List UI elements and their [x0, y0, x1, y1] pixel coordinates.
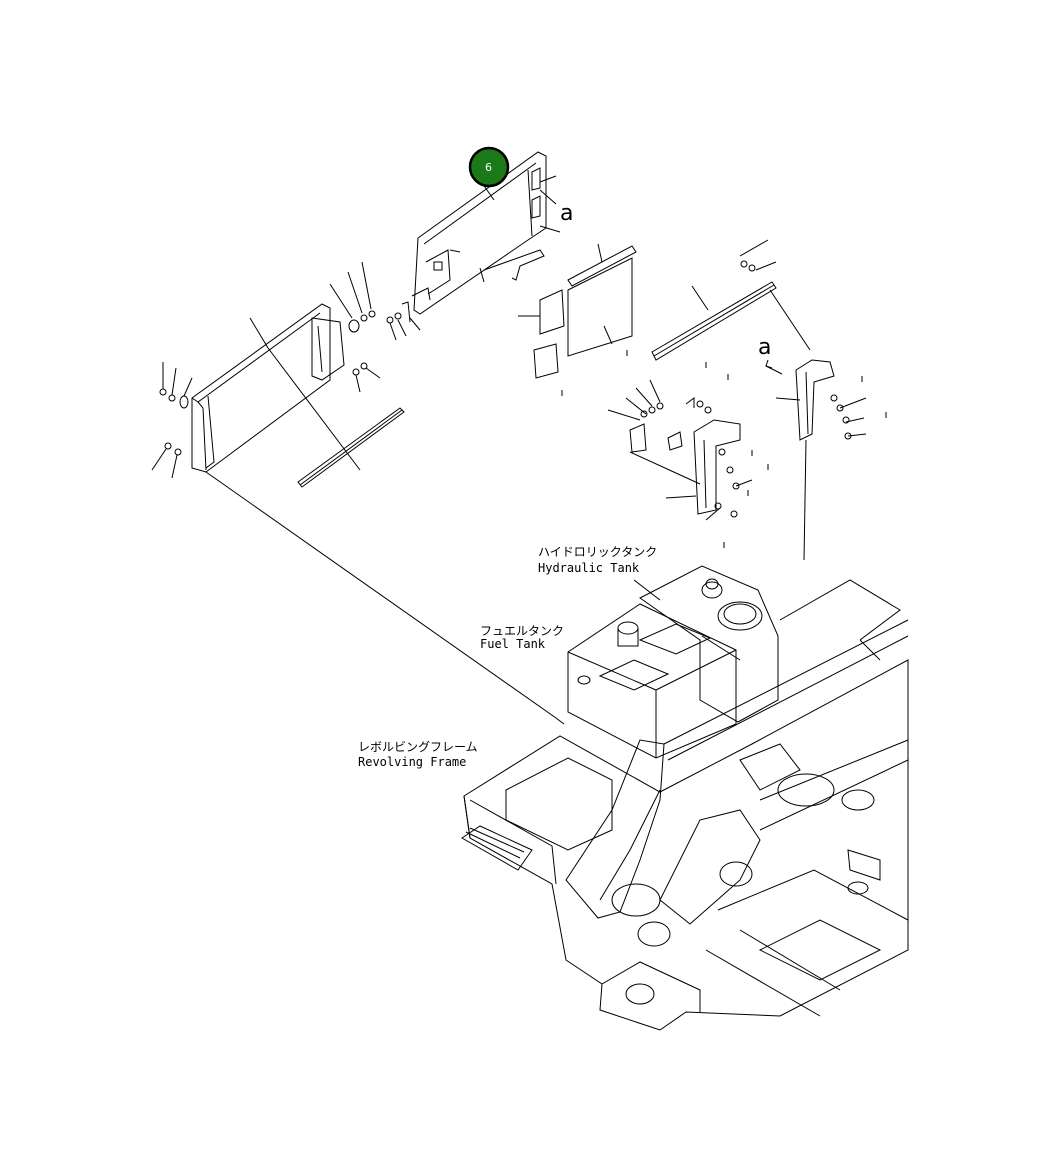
assembly-leader — [803, 439, 807, 561]
center-bracket — [607, 379, 753, 521]
seal-strip — [297, 407, 405, 488]
view-reference-a-right: a — [758, 335, 771, 360]
hydraulic-tank-label-en: Hydraulic Tank — [538, 561, 640, 575]
right-bracket-a — [765, 289, 867, 441]
fuel-tank — [567, 603, 737, 759]
callout-number: 6 — [485, 161, 492, 174]
hydraulic-tank — [639, 565, 779, 723]
left-side-cover-panel — [191, 303, 345, 473]
step — [461, 825, 533, 871]
fuel-tank-label-ja: フュエルタンク — [480, 624, 564, 638]
revolving-frame-label-en: Revolving Frame — [358, 755, 466, 769]
bolt-group-left — [151, 362, 193, 479]
mounting-bar-top — [651, 239, 777, 361]
bolt-group-center — [329, 261, 421, 393]
label-leader — [633, 579, 661, 601]
leader-line — [267, 347, 361, 471]
revolving-frame — [463, 579, 909, 1031]
callout-item-6[interactable]: 6 — [468, 146, 510, 188]
view-reference-a-top: a — [560, 201, 573, 226]
fuel-tank-label-en: Fuel Tank — [480, 637, 546, 651]
insulation-pad-large — [567, 243, 637, 357]
insulation-pad-small — [518, 289, 565, 379]
rear-panel-fittings — [449, 167, 561, 281]
hydraulic-tank-label-ja: ハイドロリックタンク — [538, 545, 657, 559]
leader-line — [249, 317, 269, 349]
callout-circle[interactable] — [468, 146, 510, 188]
part-ticks — [561, 350, 887, 548]
label-leader — [555, 717, 565, 725]
revolving-frame-label-ja: レボルビングフレーム — [358, 740, 478, 754]
rear-cover-panel — [411, 151, 547, 315]
assembly-leader — [205, 471, 557, 719]
